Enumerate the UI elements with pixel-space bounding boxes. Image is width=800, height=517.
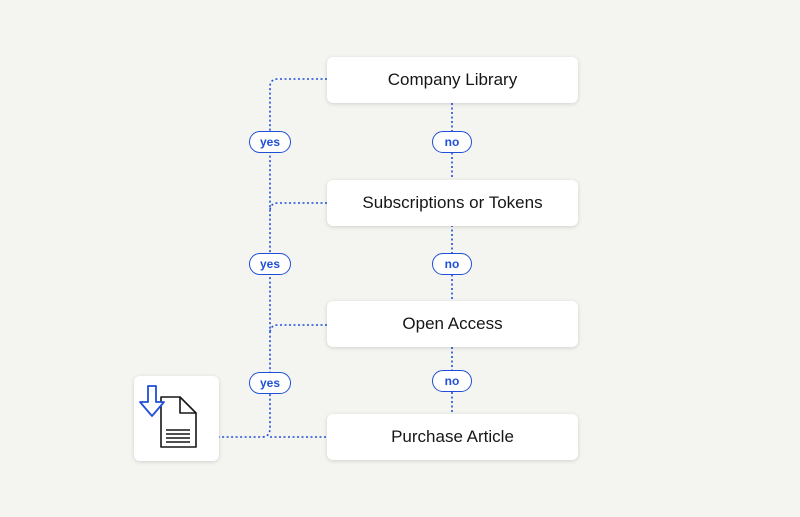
node-purchase-article: Purchase Article [327,414,578,460]
node-label: Open Access [402,314,503,333]
yes-branch-open-access [269,324,327,334]
node-open-access: Open Access [327,301,578,347]
node-label: Company Library [387,70,518,89]
document-card [134,376,219,461]
node-subscriptions-or-tokens: Subscriptions or Tokens [327,180,578,226]
no-badge-2: no [432,253,472,275]
node-company-library: Company Library [327,57,578,103]
download-document-icon [139,385,197,448]
yes-badge-2: yes [249,253,291,275]
no-badge-3: no [432,370,472,392]
node-label: Subscriptions or Tokens [362,193,543,212]
no-badge-1: no [432,131,472,153]
yes-badge-3: yes [249,372,291,394]
yes-branch-subscriptions [269,202,327,212]
yes-badge-1: yes [249,131,291,153]
node-label: Purchase Article [391,427,514,446]
